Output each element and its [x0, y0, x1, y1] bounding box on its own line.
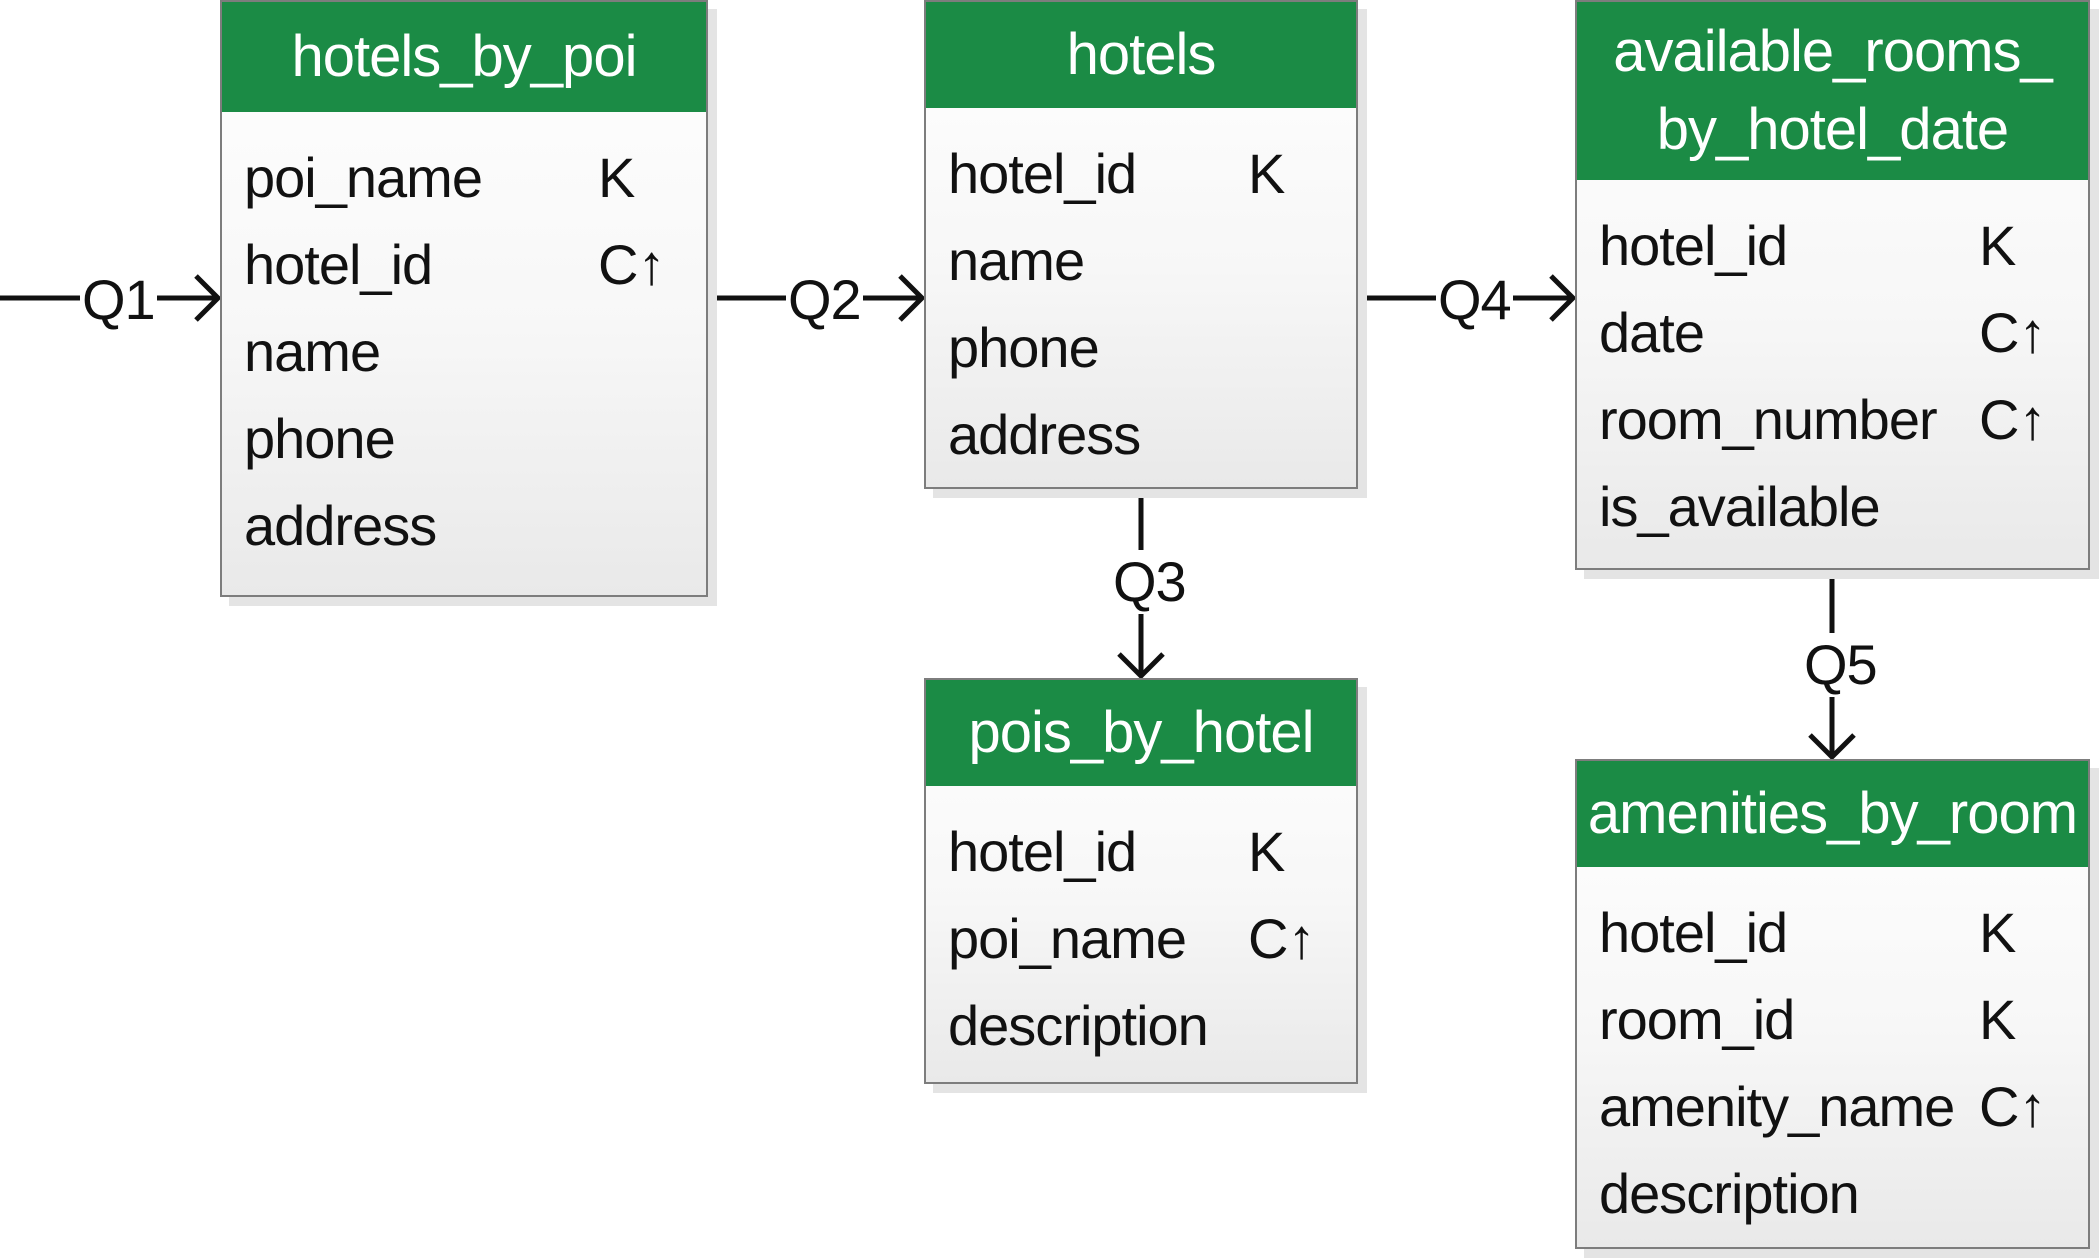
arrow-head-icon — [898, 274, 926, 322]
column-row: hotel_id K — [1577, 889, 2088, 976]
column-row: description — [1577, 1150, 2088, 1237]
column-name: address — [244, 494, 437, 557]
column-key-marker: K — [1979, 901, 2016, 964]
column-name: phone — [948, 316, 1100, 379]
column-name: date — [1599, 301, 1705, 364]
query-label-q5: Q5 — [1802, 633, 1879, 697]
column-key-marker: K — [1979, 214, 2016, 277]
column-name: name — [948, 229, 1085, 292]
column-row: phone — [926, 304, 1356, 391]
arrow-head-icon — [1117, 652, 1165, 680]
column-row: address — [222, 482, 706, 569]
column-name: hotel_id — [948, 820, 1137, 883]
query-label-q2: Q2 — [786, 268, 863, 332]
column-row: hotel_id K — [1577, 202, 2088, 289]
column-name: phone — [244, 407, 396, 470]
table-title: available_rooms_ by_hotel_date — [1577, 2, 2088, 180]
column-key-marker: K — [1248, 142, 1285, 205]
column-name: description — [1599, 1162, 1860, 1225]
column-row: poi_name C↑ — [926, 895, 1356, 982]
column-row: poi_name K — [222, 134, 706, 221]
query-label-q3: Q3 — [1111, 550, 1188, 614]
column-key-marker: C↑ — [598, 233, 665, 296]
column-name: room_number — [1599, 388, 1938, 451]
table-title: pois_by_hotel — [926, 680, 1356, 786]
column-key-marker: C↑ — [1979, 388, 2046, 451]
column-name: poi_name — [244, 146, 483, 209]
table-title-line: by_hotel_date — [1656, 97, 2009, 162]
column-name: is_available — [1599, 475, 1881, 538]
column-name: amenity_name — [1599, 1075, 1955, 1138]
table-title-text: amenities_by_room — [1587, 781, 2078, 846]
column-name: hotel_id — [1599, 901, 1788, 964]
column-row: description — [926, 982, 1356, 1069]
column-name: poi_name — [948, 907, 1187, 970]
column-row: hotel_id K — [926, 130, 1356, 217]
table-title-text: pois_by_hotel — [968, 700, 1315, 765]
column-row: date C↑ — [1577, 289, 2088, 376]
column-key-marker: C↑ — [1248, 907, 1315, 970]
table-title: amenities_by_room — [1577, 761, 2088, 867]
column-row: amenity_name C↑ — [1577, 1063, 2088, 1150]
column-name: hotel_id — [948, 142, 1137, 205]
table-title-line: available_rooms_ — [1613, 19, 2053, 84]
column-name: description — [948, 994, 1209, 1057]
arrow-head-icon — [1549, 274, 1577, 322]
column-row: room_number C↑ — [1577, 376, 2088, 463]
arrow-head-icon — [194, 274, 222, 322]
table-title: hotels — [926, 2, 1356, 108]
column-name: hotel_id — [244, 233, 433, 296]
column-name: hotel_id — [1599, 214, 1788, 277]
column-name: address — [948, 403, 1141, 466]
column-key-marker: K — [1979, 988, 2016, 1051]
column-key-marker: K — [598, 146, 635, 209]
table-title-text: hotels — [1066, 22, 1217, 87]
column-key-marker: K — [1248, 820, 1285, 883]
column-row: phone — [222, 395, 706, 482]
arrow-head-icon — [1808, 733, 1856, 761]
column-key-marker: C↑ — [1979, 301, 2046, 364]
table-title: hotels_by_poi — [222, 2, 706, 112]
column-name: room_id — [1599, 988, 1795, 1051]
column-row: room_id K — [1577, 976, 2088, 1063]
query-label-q4: Q4 — [1436, 268, 1513, 332]
column-row: name — [926, 217, 1356, 304]
column-name: name — [244, 320, 381, 383]
column-row: address — [926, 391, 1356, 478]
column-row: name — [222, 308, 706, 395]
table-title-text: hotels_by_poi — [291, 24, 638, 89]
table-title-text: available_rooms_ by_hotel_date — [1613, 13, 2053, 169]
column-row: is_available — [1577, 463, 2088, 550]
column-key-marker: C↑ — [1979, 1075, 2046, 1138]
query-label-q1: Q1 — [80, 268, 157, 332]
column-row: hotel_id K — [926, 808, 1356, 895]
column-row: hotel_id C↑ — [222, 221, 706, 308]
